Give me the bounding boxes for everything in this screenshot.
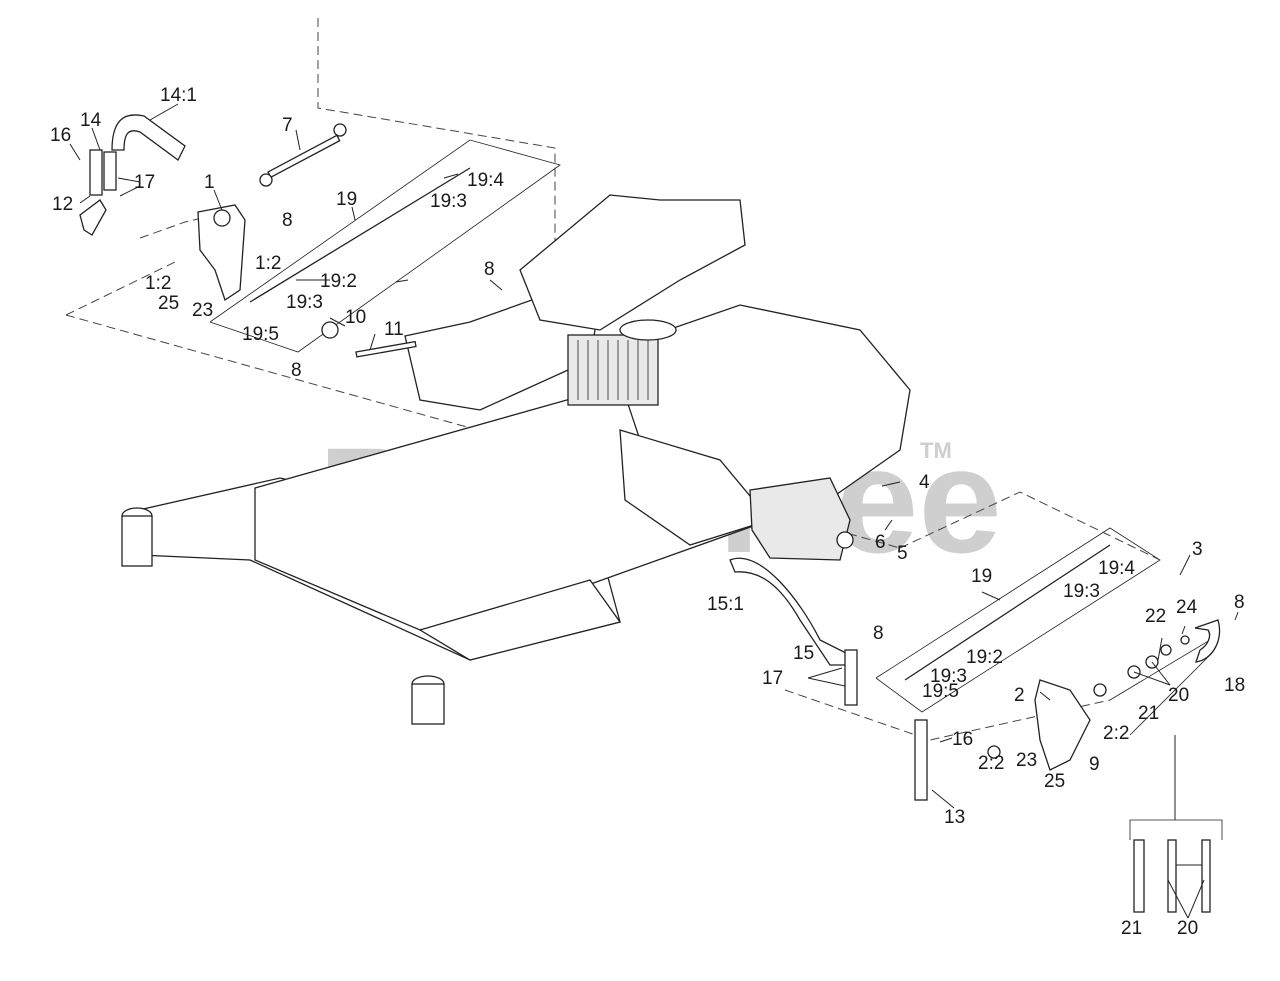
bolt-eleven: [355, 340, 417, 358]
callout-11: 11: [384, 319, 404, 340]
rod-seven-joint: [259, 173, 273, 187]
arm-plate-left: [103, 151, 117, 191]
callout-17-left: 17: [134, 172, 155, 193]
detail-bracket: [1129, 819, 1223, 840]
callout-8-frame: 8: [484, 259, 495, 280]
pump-bracket-left: [197, 204, 246, 302]
callout-19-3-bottom: 19:3: [930, 666, 967, 687]
callout-15-1: 15:1: [707, 594, 744, 615]
callout-22: 22: [1145, 606, 1166, 627]
callout-25-left: 25: [158, 293, 179, 314]
callout-12: 12: [52, 194, 73, 215]
leader-lines: [69, 103, 1239, 919]
detail-washer-twenty-a: [1167, 839, 1177, 913]
pump-bracket-right: [1034, 679, 1091, 771]
callout-23-right: 23: [1016, 750, 1037, 771]
frame-front-beam: [418, 579, 622, 661]
callout-8-bracket: 8: [282, 210, 293, 231]
upper-rod-frame: [209, 139, 561, 353]
callout-17-right: 17: [762, 668, 783, 689]
callout-14: 14: [80, 110, 102, 131]
callout-19-3-mid: 19:3: [286, 292, 323, 313]
callout-25-right: 25: [1044, 771, 1065, 792]
left-steering-assembly: [79, 114, 471, 358]
callout-1: 1: [204, 172, 215, 193]
callout-5: 5: [897, 543, 908, 564]
callout-20-main: 20: [1168, 685, 1189, 706]
caster-tube-right: [411, 683, 445, 725]
callout-19-lower: 19: [971, 566, 992, 587]
spacer-ten: [321, 321, 339, 339]
callout-1-2-right: 1:2: [255, 253, 281, 274]
callout-19-3-upper: 19:3: [430, 191, 467, 212]
bushing-twenty-one: [1093, 683, 1107, 697]
callout-19-3-lower: 19:3: [1063, 581, 1100, 602]
frame-side-panel: [619, 429, 772, 546]
mower-frame: [121, 194, 911, 725]
callout-24: 24: [1176, 597, 1198, 618]
engine-block: [567, 334, 659, 406]
callout-13: 13: [944, 807, 965, 828]
callout-16-right: 16: [952, 729, 973, 750]
callout-19-upper: 19: [336, 189, 357, 210]
control-arm-left: [89, 149, 103, 196]
boundary-right-dashed: [899, 491, 1161, 561]
detail-bushing-twenty-one: [1133, 839, 1145, 913]
callout-19-2-lower: 19:2: [966, 647, 1003, 668]
callout-23-left: 23: [192, 300, 213, 321]
callout-15: 15: [793, 643, 814, 664]
callout-8-right: 8: [873, 623, 884, 644]
callout-21-main: 21: [1138, 703, 1159, 724]
callout-8-clip: 8: [1234, 592, 1245, 613]
callout-7: 7: [282, 115, 293, 136]
washer-twenty-two: [1160, 644, 1172, 656]
callout-16-left: 16: [50, 125, 71, 146]
callout-19-4-upper: 19:4: [467, 170, 504, 191]
callout-10: 10: [345, 307, 366, 328]
control-arm-right: [844, 649, 858, 706]
right-steering-assembly: [729, 544, 1221, 913]
watermark-trademark: TM: [920, 438, 952, 463]
handle-lower-left: [79, 199, 107, 236]
boundary-left-lower: [65, 261, 176, 316]
transmission-shaft: [836, 531, 854, 549]
nut-twenty-four: [1180, 635, 1190, 645]
callout-18: 18: [1224, 675, 1245, 696]
engine-fins: [577, 340, 649, 400]
callout-3: 3: [1192, 539, 1203, 560]
callout-19-4-lower: 19:4: [1098, 558, 1135, 579]
callout-1-2-left: 1:2: [145, 273, 171, 294]
boundary-upper-dashed: [317, 18, 556, 320]
callout-2-2-left: 2:2: [978, 753, 1004, 774]
rod-seven-end: [333, 123, 347, 137]
clip-eighteen: [1194, 619, 1221, 663]
rod-seven: [267, 134, 341, 179]
rod-nineteen-upper: [249, 167, 471, 303]
callout-19-2-upper: 19:2: [320, 271, 357, 292]
callout-19-5-upper: 19:5: [242, 324, 279, 345]
callout-6: 6: [875, 532, 886, 553]
lap-bar-left: [111, 114, 186, 161]
callout-4: 4: [919, 472, 930, 493]
washer-box-frame: [1109, 639, 1213, 736]
callout-8-lower-left: 8: [291, 360, 302, 381]
callout-21-detail: 21: [1121, 918, 1142, 939]
rod-nineteen-lower: [904, 544, 1111, 681]
callout-20-detail: 20: [1177, 918, 1198, 939]
bushing-two-two: [987, 745, 1001, 759]
transmission-unit: [749, 477, 851, 561]
callout-2-2-right: 2:2: [1103, 723, 1129, 744]
callout-14-1: 14:1: [160, 85, 197, 106]
callout-2: 2: [1014, 685, 1025, 706]
caster-tube-left: [121, 515, 153, 567]
detail-washer-twenty-b: [1201, 839, 1211, 913]
frame-rear-plate: [519, 194, 746, 331]
bracket-hole-left: [213, 209, 231, 227]
callout-9: 9: [1089, 754, 1100, 775]
cooling-fan: [619, 319, 677, 341]
callout-labels: 14:1 14 16 17 12 1 7 19:4 19:3 19 8 1:2 …: [50, 85, 1245, 939]
callout-19-5-lower: 19:5: [922, 681, 959, 702]
lower-arm-right: [914, 719, 928, 801]
